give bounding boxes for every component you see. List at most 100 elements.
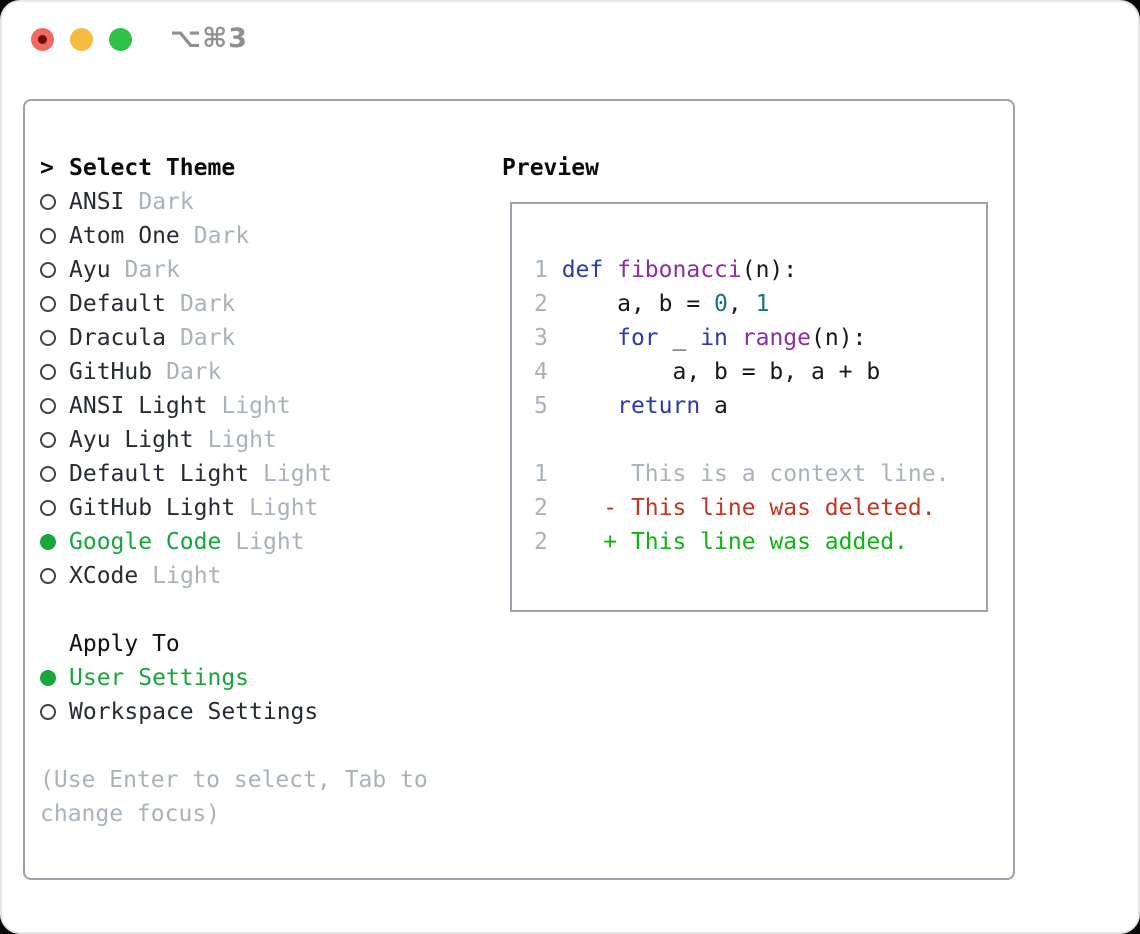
theme-variant-tag: Light	[221, 393, 291, 419]
line-number: 3	[534, 325, 562, 351]
token-plain	[728, 325, 742, 351]
apply-to-title: Apply To	[69, 631, 180, 657]
apply-to-header: Apply To	[40, 627, 486, 661]
radio-indicator	[40, 330, 69, 346]
line-number: 1	[534, 461, 562, 487]
zoom-button-icon[interactable]	[109, 28, 132, 51]
radio-indicator	[40, 704, 69, 720]
theme-option[interactable]: ANSI Dark	[40, 185, 486, 219]
line-number: 2	[534, 291, 562, 317]
token-plain: ,	[727, 291, 756, 317]
radio-unselected-icon	[40, 398, 56, 414]
token-deleted: - This line was deleted.	[561, 495, 936, 521]
select-theme-title: Select Theme	[69, 155, 236, 181]
radio-indicator	[40, 568, 69, 584]
radio-unselected-icon	[40, 330, 56, 346]
line-number: 5	[534, 393, 562, 419]
window-controls	[31, 28, 132, 51]
preview-line-blank	[534, 423, 986, 457]
radio-unselected-icon	[40, 364, 56, 380]
apply-option[interactable]: User Settings	[40, 661, 486, 695]
apply-option-label: User Settings	[69, 665, 250, 691]
token-number: 0	[714, 291, 728, 317]
theme-name: Default	[69, 291, 166, 317]
token-plain: (n):	[811, 325, 867, 351]
token-plain: a, b =	[561, 291, 715, 317]
radio-unselected-icon	[40, 500, 56, 516]
token-plain: a	[700, 393, 728, 419]
line-number: 2	[534, 529, 562, 555]
theme-name: Default Light	[69, 461, 250, 487]
select-theme-header: > Select Theme	[40, 151, 486, 185]
preview-line-code: 1 def fibonacci(n):	[534, 253, 986, 287]
radio-indicator	[40, 398, 69, 414]
radio-indicator	[40, 364, 69, 380]
radio-indicator	[40, 670, 69, 686]
preview-line-code: 4 a, b = b, a + b	[534, 355, 986, 389]
token-function: fibonacci	[617, 257, 742, 283]
radio-indicator	[40, 262, 69, 278]
spacer	[40, 729, 486, 763]
theme-name: GitHub Light	[69, 495, 236, 521]
token-plain	[603, 257, 617, 283]
line-number: 4	[534, 359, 562, 385]
token-plain: _	[658, 325, 701, 351]
theme-name: Atom One	[69, 223, 180, 249]
radio-unselected-icon	[40, 194, 56, 210]
theme-name: ANSI	[69, 189, 125, 215]
token-plain: a, b = b, a + b	[561, 359, 881, 385]
theme-name: Dracula	[69, 325, 166, 351]
token-function: range	[741, 325, 811, 351]
radio-unselected-icon	[40, 262, 56, 278]
token-keyword: return	[617, 393, 701, 419]
token-added: + This line was added.	[561, 529, 908, 555]
window-title: ⌥⌘3	[170, 23, 248, 54]
theme-name: Ayu Light	[69, 427, 194, 453]
radio-indicator	[40, 194, 69, 210]
preview-line-code: 3 for _ in range(n):	[534, 321, 986, 355]
token-keyword: in	[700, 325, 728, 351]
theme-variant-tag: Dark	[193, 223, 250, 249]
theme-name: XCode	[69, 563, 139, 589]
theme-picker-panel	[23, 99, 1015, 880]
theme-variant-tag: Dark	[138, 189, 194, 215]
preview-line-code: 2 a, b = 0, 1	[534, 287, 986, 321]
preview-title: Preview	[502, 155, 599, 181]
cursor-caret-icon: >	[40, 155, 54, 181]
theme-variant-tag: Light	[263, 461, 333, 487]
minimize-button-icon[interactable]	[70, 28, 93, 51]
token-context: This is a context line.	[561, 461, 950, 487]
theme-option[interactable]: Default Light Light	[40, 457, 486, 491]
preview-line-diff-deleted: 2 - This line was deleted.	[534, 491, 986, 525]
preview-line-code: 5 return a	[534, 389, 986, 423]
close-button-icon[interactable]	[31, 28, 54, 51]
radio-unselected-icon	[40, 466, 56, 482]
token-plain: (n):	[741, 257, 798, 283]
theme-option[interactable]: Atom One Dark	[40, 219, 486, 253]
apply-option-label: Workspace Settings	[69, 699, 319, 725]
theme-variant-tag: Light	[152, 563, 222, 589]
token-plain	[562, 325, 617, 351]
radio-unselected-icon	[40, 704, 56, 720]
line-number: 2	[534, 495, 562, 521]
apply-option[interactable]: Workspace Settings	[40, 695, 486, 729]
radio-indicator	[40, 534, 69, 550]
token-keyword: for	[617, 325, 659, 351]
spacer	[40, 593, 486, 627]
theme-name: GitHub	[69, 359, 153, 385]
radio-indicator	[40, 466, 69, 482]
radio-indicator	[40, 500, 69, 516]
theme-option[interactable]: XCode Light	[40, 559, 486, 593]
